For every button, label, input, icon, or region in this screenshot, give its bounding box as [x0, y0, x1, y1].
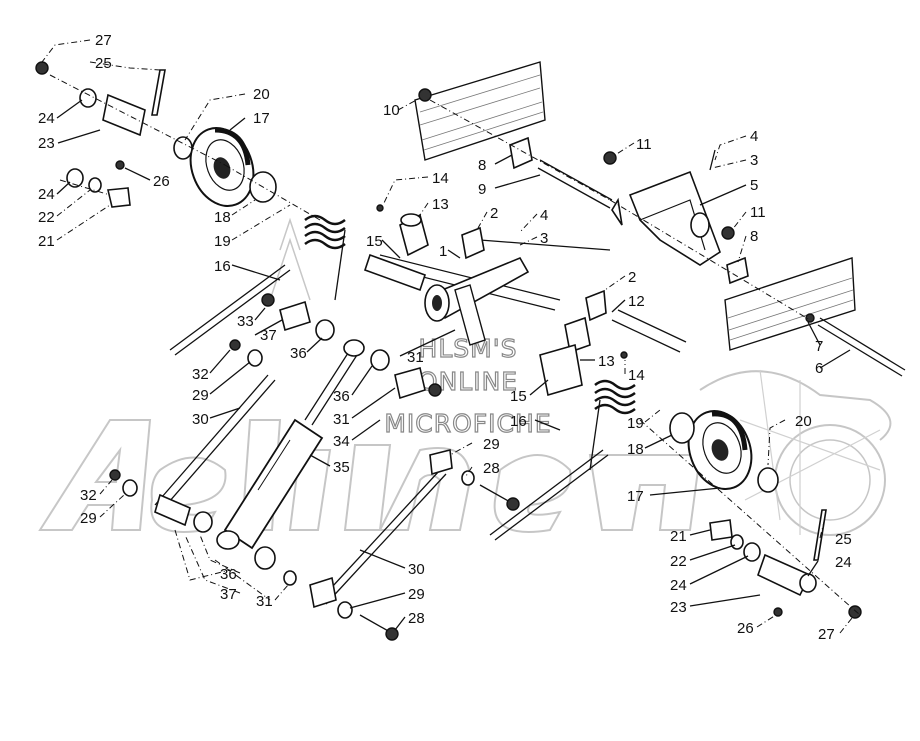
callout-c32b: 32 [80, 487, 97, 504]
callout-c4a: 4 [750, 128, 758, 145]
callout-c29b: 29 [483, 436, 500, 453]
rail-upper [414, 61, 546, 161]
callout-c34: 34 [333, 433, 350, 450]
rail-lower [724, 257, 856, 351]
callout-c2b: 2 [628, 269, 636, 286]
callout-c31a: 31 [407, 349, 424, 366]
shock-absorber [216, 339, 365, 550]
torsion-spring-right [589, 379, 636, 471]
callout-c32a: 32 [192, 366, 209, 383]
callout-c24b: 24 [38, 186, 55, 203]
callout-c36c: 36 [220, 566, 237, 583]
watermark-logo [38, 217, 892, 536]
callout-c20b: 20 [795, 413, 812, 430]
callout-c26b: 26 [737, 620, 754, 637]
callout-c13b: 13 [598, 353, 615, 370]
callout-c24c: 24 [670, 577, 687, 594]
callout-c22b: 22 [670, 553, 687, 570]
callout-c3b: 3 [540, 230, 548, 247]
callout-c11a: 11 [636, 136, 652, 153]
callout-c16b: 16 [510, 413, 527, 430]
idler-wheel-right [687, 410, 753, 490]
callout-c17b: 17 [627, 488, 644, 505]
callout-c1: 1 [439, 243, 447, 260]
callout-c18b: 18 [627, 441, 644, 458]
callout-c29a: 29 [192, 387, 209, 404]
callout-c8b: 8 [750, 228, 758, 245]
bushings [102, 93, 812, 609]
callout-c2a: 2 [490, 205, 498, 222]
callout-c11b: 11 [750, 204, 766, 221]
callout-c15b: 15 [510, 388, 527, 405]
callout-c23a: 23 [38, 135, 55, 152]
callout-c13a: 13 [432, 196, 449, 213]
callout-c19b: 19 [627, 415, 644, 432]
callout-c8a: 8 [478, 157, 486, 174]
watermark-line-3: MICROFICHE [384, 409, 551, 438]
callout-c7: 7 [815, 338, 823, 355]
callout-c22a: 22 [38, 209, 55, 226]
torsion-spring-left [304, 214, 346, 301]
callout-c25a: 25 [95, 55, 112, 72]
callout-c17a: 17 [253, 110, 270, 127]
callout-c36a: 36 [290, 345, 307, 362]
callout-c3a: 3 [750, 152, 758, 169]
callout-c28b: 28 [408, 610, 425, 627]
callout-c29c: 29 [80, 510, 97, 527]
front-link [154, 374, 276, 511]
rear-bracket [628, 170, 721, 266]
callout-c18a: 18 [214, 209, 231, 226]
callout-c4b: 4 [540, 207, 548, 224]
callout-c10: 10 [383, 102, 400, 119]
callout-c20a: 20 [253, 86, 270, 103]
callout-c33: 33 [237, 313, 254, 330]
assembly-centerlines [49, 74, 861, 616]
callout-c37b: 37 [220, 586, 237, 603]
callout-c29d: 29 [408, 586, 425, 603]
callout-c12: 12 [628, 293, 645, 310]
callout-c26a: 26 [153, 173, 170, 190]
callout-c19a: 19 [214, 233, 231, 250]
callout-c31b: 31 [333, 411, 350, 428]
center-arm [424, 256, 530, 346]
leader-lines [41, 39, 853, 634]
callout-c31c: 31 [256, 593, 273, 610]
callout-c25b: 25 [835, 531, 852, 548]
callout-c16a: 16 [214, 258, 231, 275]
callout-c24a: 24 [38, 110, 55, 127]
callout-c6: 6 [815, 360, 823, 377]
watermark-text: HLSM'S ONLINE MICROFICHE [384, 333, 551, 438]
callout-c30b: 30 [408, 561, 425, 578]
callout-c27a: 27 [95, 32, 112, 49]
callout-c15a: 15 [366, 233, 383, 250]
callout-c24d: 24 [835, 554, 852, 571]
callout-c35: 35 [333, 459, 350, 476]
callout-c9: 9 [478, 181, 486, 198]
callout-c28a: 28 [483, 460, 500, 477]
callout-c30a: 30 [192, 411, 209, 428]
rear-link [319, 469, 447, 605]
callout-c36b: 36 [333, 388, 350, 405]
callout-c21b: 21 [670, 528, 687, 545]
callout-c23b: 23 [670, 599, 687, 616]
callout-c27b: 27 [818, 626, 835, 643]
callout-c5: 5 [750, 177, 758, 194]
callout-c14b: 14 [628, 367, 645, 384]
small-hardware [35, 61, 862, 641]
callout-c14a: 14 [432, 170, 449, 187]
idler-wheel-left [189, 127, 255, 207]
callout-c21a: 21 [38, 233, 55, 250]
callout-c37a: 37 [260, 327, 277, 344]
